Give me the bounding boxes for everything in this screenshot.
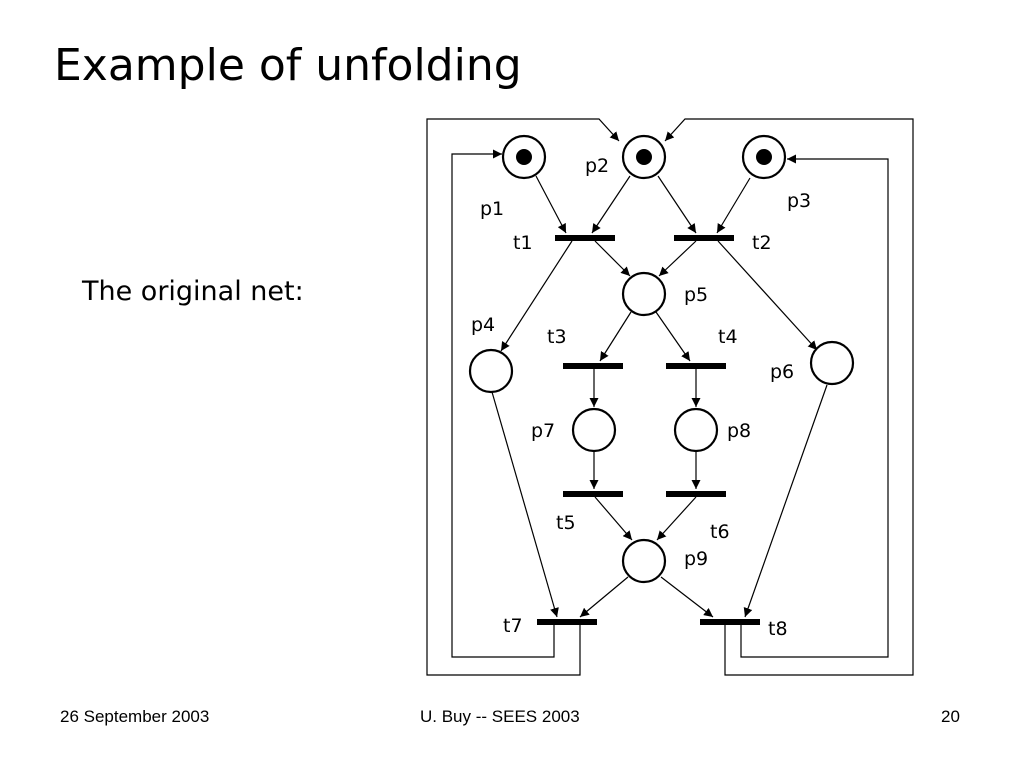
transition-t1 bbox=[555, 235, 615, 241]
arc-t7-p2 bbox=[426, 118, 620, 676]
place-p5 bbox=[621, 271, 667, 317]
arc-t2-p6 bbox=[717, 240, 818, 351]
label-p6: p6 bbox=[770, 361, 794, 383]
label-p1: p1 bbox=[480, 198, 504, 220]
arc-p4-t7 bbox=[491, 391, 559, 618]
arc-t8-p2 bbox=[664, 118, 914, 676]
label-p9: p9 bbox=[684, 548, 708, 570]
label-p5: p5 bbox=[684, 284, 708, 306]
footer-date: 26 September 2003 bbox=[60, 707, 210, 726]
petri-net-diagram: p1 p2 p3 p4 p5 p6 p7 p8 p9 t1 t2 t3 t4 t… bbox=[426, 118, 914, 676]
tokens bbox=[516, 149, 772, 165]
transition-t8 bbox=[700, 619, 760, 625]
transition-t7 bbox=[537, 619, 597, 625]
inner-arcs bbox=[491, 175, 828, 618]
place-p6 bbox=[809, 340, 855, 386]
label-t8: t8 bbox=[768, 618, 788, 640]
transitions bbox=[537, 235, 760, 625]
arc-p2-t1 bbox=[591, 175, 631, 234]
place-p9 bbox=[621, 538, 667, 584]
token-p2 bbox=[636, 149, 652, 165]
label-p3: p3 bbox=[787, 190, 811, 212]
arc-p5-t4 bbox=[655, 311, 691, 362]
label-t6: t6 bbox=[710, 521, 730, 543]
transition-t6 bbox=[666, 491, 726, 497]
arc-t8-p3 bbox=[740, 154, 889, 658]
transition-t2 bbox=[674, 235, 734, 241]
place-p7 bbox=[571, 407, 617, 453]
label-t3: t3 bbox=[547, 326, 567, 348]
arc-p2-t2 bbox=[657, 175, 697, 234]
node-labels: p1 p2 p3 p4 p5 p6 p7 p8 p9 t1 t2 t3 t4 t… bbox=[471, 155, 811, 640]
arc-p9-t8 bbox=[660, 576, 714, 618]
label-t5: t5 bbox=[556, 512, 576, 534]
arc-p9-t7 bbox=[579, 576, 629, 618]
label-t4: t4 bbox=[718, 326, 738, 348]
feedback-arcs bbox=[426, 118, 914, 676]
arc-t1-p4 bbox=[500, 240, 573, 352]
token-p3 bbox=[756, 149, 772, 165]
place-p4 bbox=[468, 348, 514, 394]
arc-t5-p9 bbox=[594, 496, 633, 541]
arc-p3-t2 bbox=[716, 177, 751, 234]
label-t1: t1 bbox=[513, 232, 533, 254]
transition-t5 bbox=[563, 491, 623, 497]
arc-p1-t1 bbox=[535, 175, 567, 234]
token-p1 bbox=[516, 149, 532, 165]
arc-p6-t8 bbox=[743, 384, 828, 618]
transition-t3 bbox=[563, 363, 623, 369]
transition-t4 bbox=[666, 363, 726, 369]
arc-t1-p5 bbox=[594, 240, 631, 277]
arc-p5-t3 bbox=[599, 311, 632, 362]
arc-t7-p1 bbox=[451, 149, 555, 658]
arc-t2-p5 bbox=[658, 240, 697, 277]
arc-t6-p9 bbox=[656, 496, 697, 541]
label-t7: t7 bbox=[503, 615, 523, 637]
label-p7: p7 bbox=[531, 420, 555, 442]
page-number: 20 bbox=[941, 707, 960, 726]
body-text: The original net: bbox=[82, 276, 304, 307]
label-p2: p2 bbox=[585, 155, 609, 177]
place-p8 bbox=[673, 407, 719, 453]
label-t2: t2 bbox=[752, 232, 772, 254]
footer-center: U. Buy -- SEES 2003 bbox=[420, 707, 580, 726]
label-p4: p4 bbox=[471, 314, 495, 336]
slide-title: Example of unfolding bbox=[54, 40, 522, 91]
label-p8: p8 bbox=[727, 420, 751, 442]
